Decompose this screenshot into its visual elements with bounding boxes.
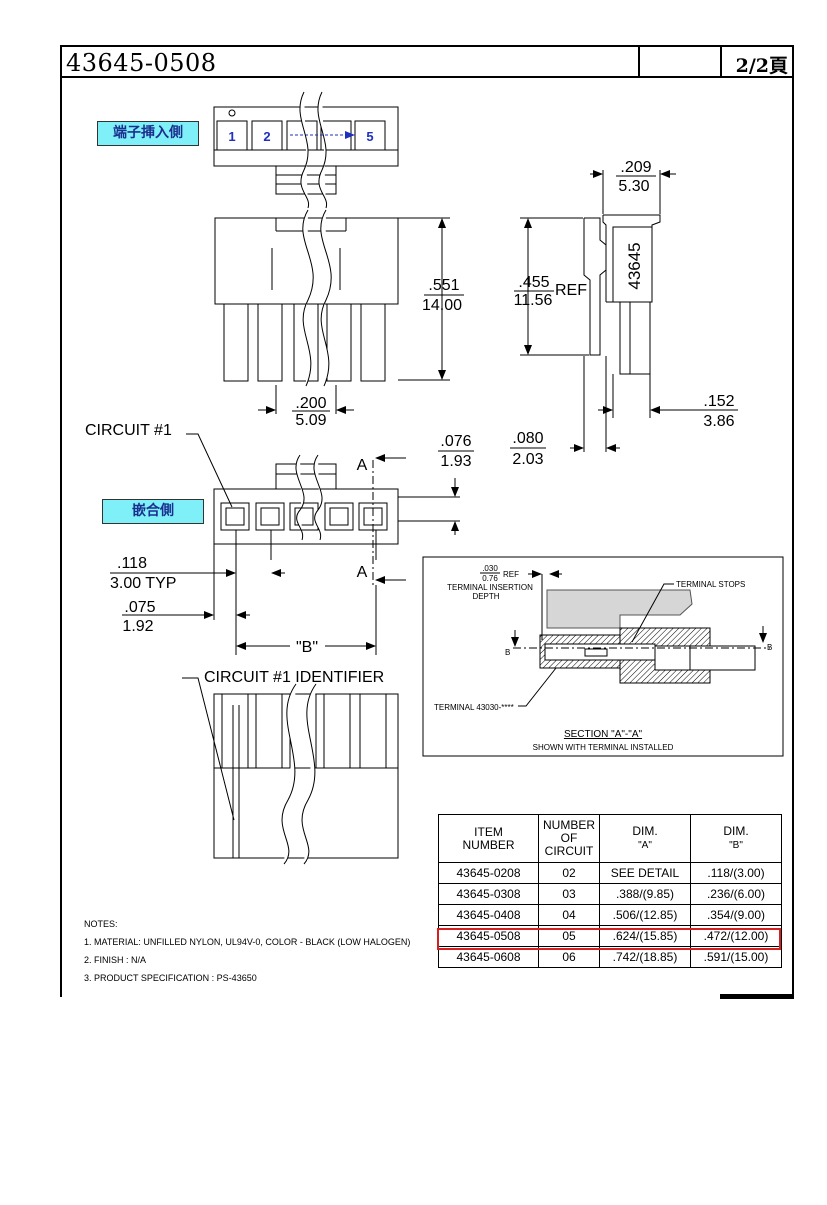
note-item: 2. FINISH : N/A: [84, 955, 147, 965]
mating-side-label: 嵌合側: [102, 499, 204, 524]
circuit-1-identifier-callout: CIRCUIT #1 IDENTIFIER: [204, 669, 384, 686]
section-subcaption: SHOWN WITH TERMINAL INSTALLED: [533, 743, 674, 752]
header-circuit-line3: CIRCUIT: [544, 844, 594, 858]
cell-item: 43645-0608: [438, 946, 539, 968]
top-view: [213, 91, 399, 209]
header-number-of-circuit: NUMBER OF CIRCUIT: [538, 814, 600, 863]
header-circuit-line1: NUMBER: [542, 818, 595, 832]
dim-076-mm: 1.93: [440, 453, 471, 470]
terminal-insertion-side-label: 端子挿入側: [97, 121, 199, 146]
pin-5-number: 5: [366, 129, 373, 144]
table-header-row: ITEM NUMBER NUMBER OF CIRCUIT DIM. "A" D…: [438, 814, 782, 863]
header-item-line1: ITEM: [474, 824, 503, 839]
highlight-box: [437, 928, 781, 950]
section-b-left: B: [505, 648, 510, 657]
header-dim-b-line2: "B": [729, 840, 743, 851]
dim-455-ref: REF: [555, 282, 587, 299]
dim-209-in: .209: [620, 159, 651, 176]
circuit-1-callout: CIRCUIT #1: [85, 422, 172, 439]
cell-circuits: 02: [538, 862, 600, 884]
dim-118-mm: 3.00 TYP: [110, 575, 176, 592]
bottom-view: [182, 677, 399, 865]
dim-551-in: .551: [428, 277, 459, 294]
title-bar: 43645-0508 2/2頁: [60, 45, 794, 78]
cell-dim-b: .236/(6.00): [690, 883, 782, 905]
dim-080-in: .080: [512, 430, 543, 447]
table-row-highlighted: 43645-0508 05 .624/(15.85) .472/(12.00): [438, 925, 782, 947]
pin-2-number: 2: [263, 129, 270, 144]
front-view: [214, 209, 450, 414]
cell-dim-b: .591/(15.00): [690, 946, 782, 968]
header-dim-a: DIM. "A": [599, 814, 691, 863]
dim-075-mm: 1.92: [122, 618, 153, 635]
dim-551-mm: 14.00: [422, 297, 462, 314]
section-b-right: B: [767, 643, 772, 652]
dim-075-in: .075: [124, 599, 155, 616]
header-dim-a-line2: "A": [638, 840, 652, 851]
table-row: 43645-0608 06 .742/(18.85) .591/(15.00): [438, 946, 782, 968]
terminal-part-label: TERMINAL 43030-****: [434, 703, 514, 712]
dim-200-mm: 5.09: [295, 412, 326, 429]
bottom-edge-bar: [720, 994, 794, 999]
notes-title: NOTES:: [84, 919, 118, 929]
side-view: [520, 170, 700, 452]
table-row: 43645-0208 02 SEE DETAIL .118/(3.00): [438, 862, 782, 884]
section-ref-in: .030: [482, 564, 498, 573]
section-a-marker-bottom: A: [357, 564, 368, 581]
insertion-depth-line2: DEPTH: [472, 592, 499, 601]
notes-block: NOTES: 1. MATERIAL: UNFILLED NYLON, UL94…: [84, 915, 410, 987]
header-dim-b: DIM. "B": [690, 814, 782, 863]
cell-item: 43645-0208: [438, 862, 539, 884]
table-row: 43645-0308 03 .388/(9.85) .236/(6.00): [438, 883, 782, 905]
cell-dim-b: .118/(3.00): [690, 862, 782, 884]
table-row: 43645-0408 04 .506/(12.85) .354/(9.00): [438, 904, 782, 926]
terminal-stops-label: TERMINAL STOPS: [676, 580, 745, 589]
cell-dim-a: .388/(9.85): [599, 883, 691, 905]
section-ref-label: REF: [503, 570, 519, 579]
section-caption: SECTION "A"-"A": [564, 729, 643, 740]
cell-circuits: 04: [538, 904, 600, 926]
dim-076-in: .076: [440, 433, 471, 450]
pin-1-number: 1: [228, 129, 235, 144]
section-ref-mm: 0.76: [482, 574, 498, 583]
dim-455-mm: 11.56: [514, 292, 553, 309]
cell-dim-a: SEE DETAIL: [599, 862, 691, 884]
header-dim-b-line1: DIM.: [723, 824, 749, 838]
header-circuit-line2: OF: [560, 831, 578, 845]
dim-200-in: .200: [295, 395, 326, 412]
section-view: [422, 556, 784, 757]
note-item: 3. PRODUCT SPECIFICATION : PS-43650: [84, 973, 257, 983]
dimension-table: ITEM NUMBER NUMBER OF CIRCUIT DIM. "A" D…: [438, 814, 782, 968]
dim-152-mm: 3.86: [703, 413, 734, 430]
part-number-title: 43645-0508: [66, 49, 217, 77]
dim-209-mm: 5.30: [618, 178, 649, 195]
cell-dim-b: .354/(9.00): [690, 904, 782, 926]
dim-b-label: "B": [296, 639, 318, 656]
cell-item: 43645-0308: [438, 883, 539, 905]
section-a-marker-top: A: [357, 457, 368, 474]
insertion-depth-line1: TERMINAL INSERTION: [447, 583, 533, 592]
dim-080-mm: 2.03: [512, 451, 543, 468]
header-item-line2: NUMBER: [462, 837, 515, 852]
cell-circuits: 03: [538, 883, 600, 905]
cell-item: 43645-0408: [438, 904, 539, 926]
cell-dim-a: .506/(12.85): [599, 904, 691, 926]
header-dim-a-line1: DIM.: [632, 824, 658, 838]
dim-455-in: .455: [518, 274, 549, 291]
page-cell: 2/2頁: [720, 47, 794, 77]
note-item: 1. MATERIAL: UNFILLED NYLON, UL94V-0, CO…: [84, 937, 411, 947]
title-blank-cell: [638, 47, 720, 76]
dim-152-in: .152: [703, 393, 734, 410]
cell-circuits: 06: [538, 946, 600, 968]
header-item-number: ITEM NUMBER: [438, 814, 539, 863]
mating-face-view: [110, 433, 460, 655]
dim-118-in: .118: [117, 555, 147, 572]
page-number: 2/2頁: [735, 55, 788, 77]
housing-marking: 43645: [625, 242, 644, 289]
